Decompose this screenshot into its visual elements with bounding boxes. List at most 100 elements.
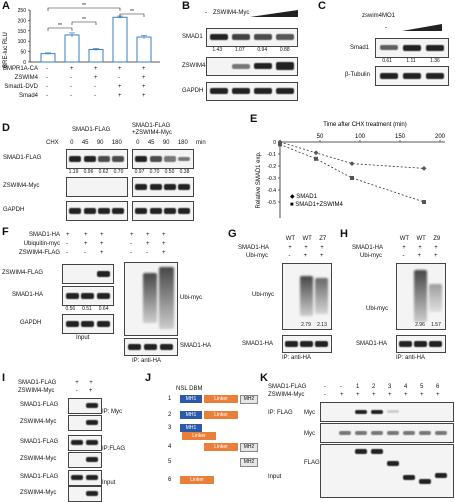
- panel-f-conditions: SMAD1-HA++++++Ubiquitin-myc-++-++ZSWIM4-…: [0, 232, 230, 262]
- panel-j-mh1-domain: MH1: [180, 424, 202, 432]
- panel-e-point: [421, 166, 427, 171]
- panel-f-sign-left: +: [84, 241, 88, 247]
- panel-j-mh1-domain: MH1: [180, 411, 202, 419]
- panel-i-row-label: ZSWIM4-Myc: [20, 490, 57, 496]
- panel-a-row-label: ZSWIM4: [14, 75, 38, 81]
- panel-b-blot-gapdh: [206, 82, 298, 101]
- panel-k-myc-2: Myc: [304, 431, 315, 437]
- panel-f-sign-right: +: [146, 241, 150, 247]
- panel-h-ip-row: SMAD1-HA: [356, 341, 388, 347]
- panel-i-band: [86, 475, 98, 480]
- panel-i-signs-1: -+: [75, 388, 93, 394]
- panel-b-blot-smad1: [206, 28, 298, 47]
- panel-k-input: Input: [268, 474, 282, 480]
- panel-h-ubi-label: Ubi-myc: [366, 306, 388, 312]
- panel-j-row-number: 3: [168, 425, 172, 431]
- panel-i-blot: [68, 452, 102, 468]
- panel-b-blot-zswim4: [206, 57, 298, 76]
- panel-c-row-tubulin: β-Tubulin: [345, 72, 370, 78]
- panel-h-signs-0: +++: [402, 245, 438, 251]
- panel-e-ytick-label: 0: [273, 140, 276, 146]
- panel-i-ip-myc: IP: Myc: [102, 409, 123, 415]
- panel-a-ylabel: BRE-luc RLU: [3, 32, 9, 68]
- panel-f-sign-left: +: [100, 250, 104, 256]
- panel-f-sign-left: +: [66, 232, 70, 238]
- panel-a-sig-bracket: [47, 27, 73, 31]
- panel-i-band: [71, 475, 83, 480]
- panel-d-group2: SMAD1-FLAG +ZSWIM4-Myc: [132, 123, 172, 136]
- panel-a-sign: -: [46, 84, 48, 90]
- panel-e-label: E: [250, 113, 258, 125]
- panel-f-blot-zswim4: [62, 264, 114, 284]
- panel-a-sign: -: [94, 93, 96, 99]
- panel-a-ytick-label: 200: [18, 18, 27, 24]
- panel-b-label: B: [182, 0, 190, 12]
- panel-a-sign: -: [46, 93, 48, 99]
- panel-j-mh1-domain: MH1: [180, 395, 202, 403]
- panel-c-blot-smad1: [375, 38, 449, 58]
- panel-j-mh2-domain: MH2: [240, 443, 258, 452]
- panel-j-header: NSL DBM: [176, 386, 203, 392]
- panel-g-label: G: [228, 228, 237, 240]
- panel-i-row-label: ZSWIM4-Myc: [20, 456, 57, 462]
- panel-c-minus: -: [385, 25, 387, 31]
- panel-k-sign: 6: [436, 384, 440, 390]
- panel-a-sig-mark: **: [58, 23, 62, 29]
- panel-e-xtick-label: 150: [395, 134, 406, 140]
- panel-k-flag: FLAG: [304, 460, 320, 466]
- panel-d-blot-smad1-left: [66, 149, 128, 169]
- panel-j-row-number: 2: [168, 412, 172, 418]
- panel-g-row-ubi: Ubi-myc: [246, 253, 268, 259]
- panel-c-label: C: [318, 0, 326, 12]
- panel-h-blot-ip-smad1: [396, 335, 446, 353]
- panel-k-sign: +: [388, 392, 392, 398]
- panel-k-blot-input-myc: [320, 423, 454, 443]
- panel-b-row-gapdh: GAPDH: [182, 88, 204, 94]
- panel-a-sign: +: [142, 66, 146, 72]
- panel-a-sig-mark: **: [82, 17, 86, 23]
- panel-f-sign-left: +: [100, 232, 104, 238]
- panel-e-point: [422, 200, 426, 204]
- panel-a-sign: -: [70, 93, 72, 99]
- panel-b-gradient-wedge: [250, 10, 298, 17]
- panel-d-unit: min: [196, 140, 206, 146]
- panel-a-row-label: Smad4: [18, 93, 38, 99]
- panel-a-bar: [88, 49, 104, 63]
- panel-a-sign: -: [46, 75, 48, 81]
- panel-f-ubi-label: Ubi-myc: [180, 295, 202, 301]
- panel-e-series-line: [279, 144, 425, 203]
- panel-i-row-label: SMAD1-FLAG: [20, 439, 59, 445]
- panel-a-ytick-label: 150: [18, 29, 27, 35]
- panel-g-signs-1: -++: [288, 253, 324, 259]
- panel-f-sign-left: -: [66, 241, 68, 247]
- panel-j-mh2-domain: MH2: [240, 458, 258, 467]
- panel-k-myc-1: Myc: [304, 410, 315, 416]
- panel-h-signs-1: -++: [402, 253, 438, 259]
- panel-i-band: [86, 491, 98, 496]
- panel-i-band: [71, 440, 83, 445]
- panel-d-blot-zswim4-left: [66, 177, 128, 197]
- panel-k-blot-ip-myc: [320, 402, 454, 422]
- panel-a-row-label: BMPR1A-CA: [2, 66, 38, 72]
- panel-e-xtick-label: 200: [435, 134, 446, 140]
- panel-a-bar: [64, 34, 80, 63]
- panel-f-label: F: [2, 226, 9, 238]
- panel-d-label: D: [2, 122, 10, 134]
- panel-f-blot-ip-smad1: [124, 338, 178, 356]
- panel-e-ytick-label: -0.3: [267, 176, 276, 182]
- panel-i-row-label: SMAD1-FLAG: [20, 474, 59, 480]
- panel-a-ytick-label: 100: [18, 39, 27, 45]
- panel-b-row-smad1: SMAD1: [182, 34, 203, 40]
- panel-f-row-label: ZSWIM4-FLAG: [18, 250, 60, 256]
- panel-e-legend-entry: ■ SMAD1+ZSWIM4: [290, 202, 343, 208]
- panel-f-ip-row: SMAD1-HA: [180, 343, 212, 349]
- panel-i-blot: [68, 415, 102, 431]
- panel-a-conditions: BMPR1A-CA-++++ZSWIM4--+-+Smad1-DVD---++S…: [0, 66, 180, 116]
- panel-j-linker-domain: Linker: [204, 443, 238, 451]
